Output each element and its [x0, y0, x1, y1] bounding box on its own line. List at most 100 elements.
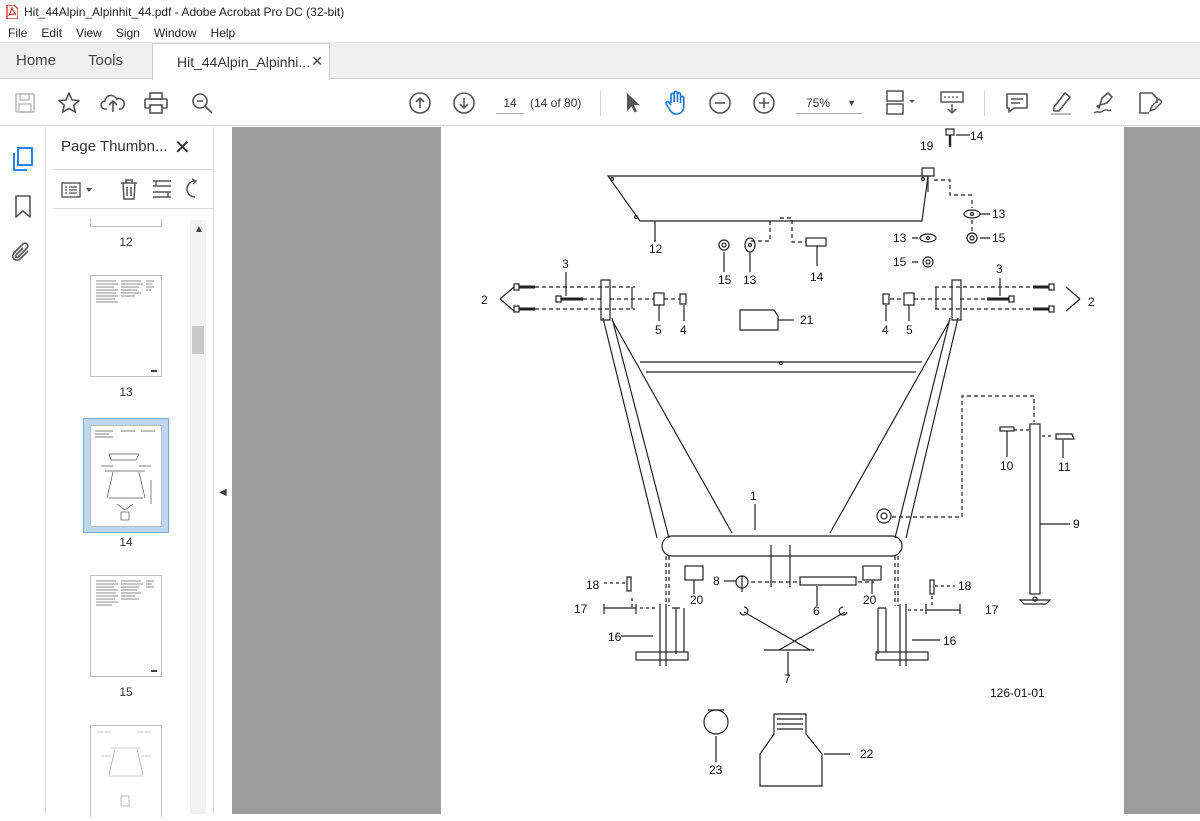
callout-11: 11	[1058, 460, 1071, 474]
callout-23: 23	[709, 763, 723, 777]
callout-1: 1	[750, 489, 757, 503]
select-cursor-icon[interactable]	[617, 88, 647, 118]
zoom-out-icon[interactable]	[705, 88, 735, 118]
callout-4: 4	[680, 323, 687, 337]
page-thumbnails-icon[interactable]	[11, 146, 35, 177]
panel-title: Page Thumbn...	[61, 138, 168, 155]
close-panel-icon[interactable]: ✕	[174, 137, 191, 159]
zoom-level-select[interactable]: 75% ▼	[796, 92, 862, 114]
callout-18: 18	[586, 578, 600, 592]
thumbnail-label: 13	[119, 385, 133, 399]
toolbar-divider	[984, 90, 985, 116]
chevron-down-icon: ▼	[847, 98, 856, 108]
window-title: Hit_44Alpin_Alpinhit_44.pdf - Adobe Acro…	[24, 4, 345, 19]
comment-icon[interactable]	[1002, 88, 1032, 118]
callout-2: 2	[481, 293, 488, 307]
save-icon[interactable]	[10, 88, 40, 118]
callout-3: 3	[996, 262, 1003, 276]
rotate-icon[interactable]	[183, 178, 198, 205]
page-number-input[interactable]	[496, 92, 524, 114]
callout-6: 6	[813, 604, 820, 618]
menu-view[interactable]: View	[76, 25, 102, 40]
menu-edit[interactable]: Edit	[41, 25, 63, 40]
thumbnail-label: 15	[119, 685, 133, 699]
left-navigation-rail	[0, 127, 46, 814]
parts-diagram: 14 19 13 13 15 15 12 15 13 14 3 3 2 2 5 …	[481, 128, 1095, 787]
scroll-mode-icon[interactable]	[937, 88, 967, 118]
close-tab-icon[interactable]: ✕	[311, 53, 323, 69]
tab-document-label: Hit_44Alpin_Alpinhi...	[177, 54, 311, 70]
callout-22: 22	[860, 747, 874, 761]
thumbnail-page-14[interactable]	[90, 425, 162, 527]
collapse-panel-icon[interactable]: ◀	[219, 487, 227, 498]
callout-16: 16	[608, 630, 622, 644]
callout-13: 13	[992, 207, 1006, 221]
panel-splitter[interactable]: ◀	[213, 127, 232, 814]
tab-home[interactable]: Home	[16, 52, 57, 69]
callout-12: 12	[649, 242, 663, 256]
thumbnail-label: 14	[119, 535, 133, 549]
page-count: (14 of 80)	[530, 96, 582, 110]
callout-5: 5	[655, 323, 662, 337]
page-thumbnails-panel: Page Thumbn... ✕ 12 13	[46, 127, 213, 817]
drawing-reference: 126-01-01	[990, 686, 1045, 700]
menu-help[interactable]: Help	[210, 25, 236, 40]
hand-icon[interactable]	[661, 88, 691, 118]
callout-9: 9	[1073, 517, 1080, 531]
scrollbar-thumb[interactable]	[192, 326, 204, 354]
attachments-icon[interactable]	[11, 240, 33, 271]
callout-15: 15	[718, 273, 732, 287]
thumbnail-page-15[interactable]	[90, 575, 162, 677]
callout-3: 3	[562, 257, 569, 271]
bookmark-star-icon[interactable]	[54, 88, 84, 118]
callout-5: 5	[906, 323, 913, 337]
callout-17: 17	[985, 603, 999, 617]
delete-icon[interactable]	[119, 178, 139, 205]
sign-icon[interactable]	[1090, 88, 1120, 118]
title-bar: Hit_44Alpin_Alpinhit_44.pdf - Adobe Acro…	[0, 0, 1200, 23]
callout-20: 20	[863, 593, 877, 607]
scroll-up-icon[interactable]: ▲	[194, 224, 204, 235]
cover-plate	[606, 175, 929, 222]
edit-icon[interactable]	[1134, 88, 1164, 118]
zoom-search-icon[interactable]	[187, 88, 217, 118]
thumbnail-page-13[interactable]	[90, 275, 162, 377]
page-up-icon[interactable]	[405, 88, 435, 118]
callout-14-top: 14	[970, 129, 984, 143]
callout-13: 13	[743, 273, 757, 287]
callout-19: 19	[920, 139, 934, 153]
fit-page-icon[interactable]	[884, 88, 920, 118]
callout-7: 7	[784, 672, 791, 686]
bookmarks-icon[interactable]	[13, 194, 33, 225]
upload-icon[interactable]	[98, 88, 128, 118]
thumbnail-scrollbar[interactable]: ▲	[190, 220, 206, 814]
callout-15: 15	[893, 255, 907, 269]
callout-2: 2	[1088, 295, 1095, 309]
toolbar-divider	[600, 90, 601, 116]
thumbnail-toolbar	[53, 169, 213, 209]
menu-window[interactable]: Window	[153, 25, 197, 40]
page-down-icon[interactable]	[449, 88, 479, 118]
zoom-level-value: 75%	[806, 96, 831, 110]
thumbnail-options-icon[interactable]	[61, 180, 95, 205]
menu-bar: File Edit View Sign Window Help	[0, 23, 1200, 43]
thumbnail-page-16[interactable]	[90, 725, 162, 817]
zoom-in-icon[interactable]	[749, 88, 779, 118]
highlight-icon[interactable]	[1046, 88, 1076, 118]
print-icon[interactable]	[141, 88, 171, 118]
tab-tools[interactable]: Tools	[88, 52, 124, 69]
callout-14: 14	[810, 270, 824, 284]
callout-16: 16	[943, 634, 957, 648]
tab-document[interactable]: Hit_44Alpin_Alpinhi... ✕	[152, 43, 330, 80]
thumbnail-page-12[interactable]	[90, 219, 162, 227]
callout-4: 4	[882, 323, 889, 337]
menu-sign[interactable]: Sign	[115, 25, 140, 40]
menu-file[interactable]: File	[8, 25, 28, 40]
callout-20: 20	[690, 593, 704, 607]
callout-10: 10	[1000, 459, 1014, 473]
tab-bar: Home Tools Hit_44Alpin_Alpinhi... ✕	[0, 43, 1200, 80]
replace-pages-icon[interactable]	[151, 178, 173, 205]
acrobat-pdf-icon	[6, 3, 19, 20]
document-view[interactable]: 14 19 13 13 15 15 12 15 13 14 3 3 2 2 5 …	[232, 127, 1200, 814]
callout-21: 21	[800, 313, 814, 327]
